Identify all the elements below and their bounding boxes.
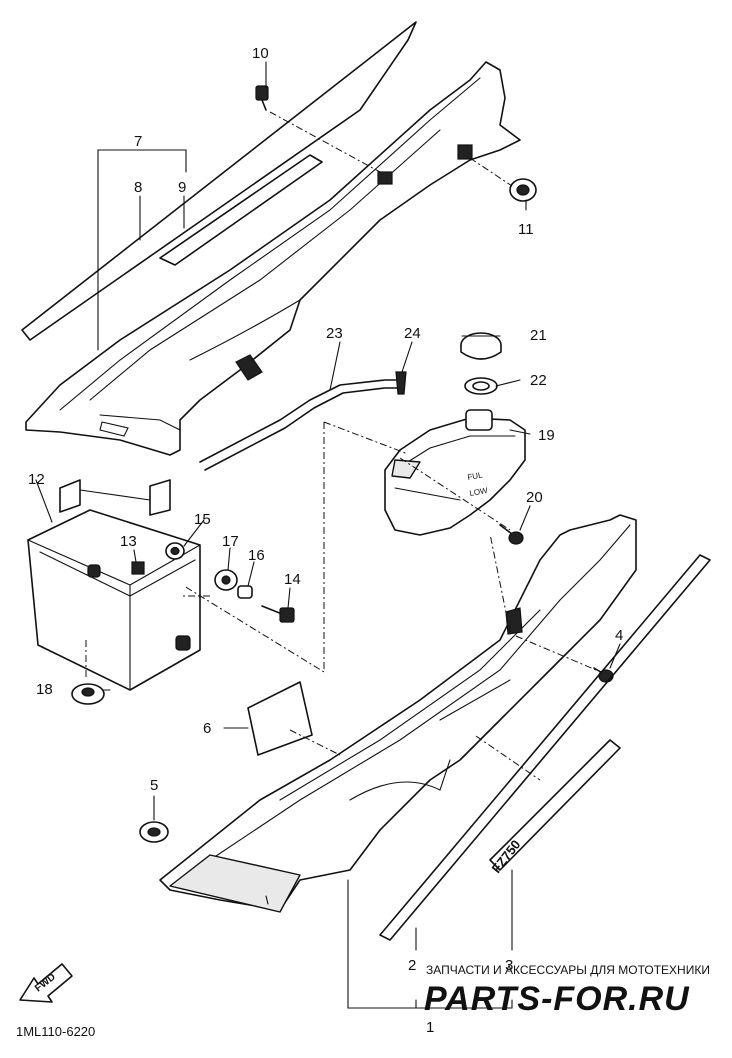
callout-4: 4 xyxy=(615,627,623,644)
callout-14: 14 xyxy=(284,571,301,588)
callout-2: 2 xyxy=(408,957,416,974)
grommet-15 xyxy=(165,542,185,560)
callout-numbers: 1 2 3 4 5 6 7 8 9 10 11 12 13 14 15 16 1… xyxy=(28,45,623,1036)
diagram-code: 1ML110-6220 xyxy=(16,1024,95,1039)
grommet-5 xyxy=(139,821,169,843)
emblem-plate xyxy=(159,154,323,266)
washer xyxy=(464,377,498,395)
grommet-17 xyxy=(214,569,238,591)
bolt-14 xyxy=(261,605,295,623)
callout-10: 10 xyxy=(252,45,269,62)
callout-19: 19 xyxy=(538,427,555,444)
callout-6: 6 xyxy=(203,720,211,737)
cover-hook xyxy=(457,144,473,160)
battery-box xyxy=(27,479,201,691)
callout-23: 23 xyxy=(326,325,343,342)
left-cover-body xyxy=(25,61,521,456)
callout-12: 12 xyxy=(28,471,45,488)
callout-18: 18 xyxy=(36,681,53,698)
watermark-top-text: ЗАПЧАСТИ И АКСЕССУАРЫ ДЛЯ МОТОТЕХНИКИ xyxy=(426,963,710,977)
gauge-low-mark: LOW xyxy=(469,486,489,498)
callout-7: 7 xyxy=(134,133,142,150)
callout-8: 8 xyxy=(134,179,142,196)
callout-21: 21 xyxy=(530,327,547,344)
hose-clip xyxy=(395,371,407,395)
battery-damper xyxy=(131,561,145,575)
fwd-arrow: FWD xyxy=(19,963,73,1003)
callout-1: 1 xyxy=(426,1019,434,1036)
seal-sheet xyxy=(247,681,313,756)
callout-22: 22 xyxy=(530,372,547,389)
gauge-full-mark: FUL xyxy=(467,470,484,482)
cover-clip xyxy=(235,354,263,381)
callout-24: 24 xyxy=(404,325,421,342)
reservoir-tank: FUL LOW xyxy=(384,409,526,536)
right-side-cover xyxy=(159,514,637,913)
trim-strip-left xyxy=(21,21,417,341)
callout-13: 13 xyxy=(120,533,137,550)
watermark: ЗАПЧАСТИ И АКСЕССУАРЫ ДЛЯ МОТОТЕХНИКИ PA… xyxy=(424,963,710,1018)
watermark-site: PARTS-FOR.RU xyxy=(424,980,690,1018)
callout-5: 5 xyxy=(150,777,158,794)
rubber-18 xyxy=(71,683,105,705)
collar-16 xyxy=(237,585,253,599)
callout-11: 11 xyxy=(518,221,534,238)
breather-hose xyxy=(199,379,401,471)
grommet-11 xyxy=(509,178,537,202)
screw-20 xyxy=(499,524,524,545)
reservoir-cap xyxy=(460,332,502,360)
left-side-cover xyxy=(21,21,521,456)
cover-bracket xyxy=(377,171,393,185)
trim-strip-right xyxy=(379,554,711,941)
callout-16: 16 xyxy=(248,547,265,564)
callout-20: 20 xyxy=(526,489,543,506)
callout-3: 3 xyxy=(505,957,513,974)
callout-9: 9 xyxy=(178,179,186,196)
callout-15: 15 xyxy=(194,511,211,528)
callout-17: 17 xyxy=(222,533,239,550)
leader-lines xyxy=(35,61,621,1009)
model-emblem: FZ750 xyxy=(489,739,621,876)
bolt-10 xyxy=(255,85,269,111)
